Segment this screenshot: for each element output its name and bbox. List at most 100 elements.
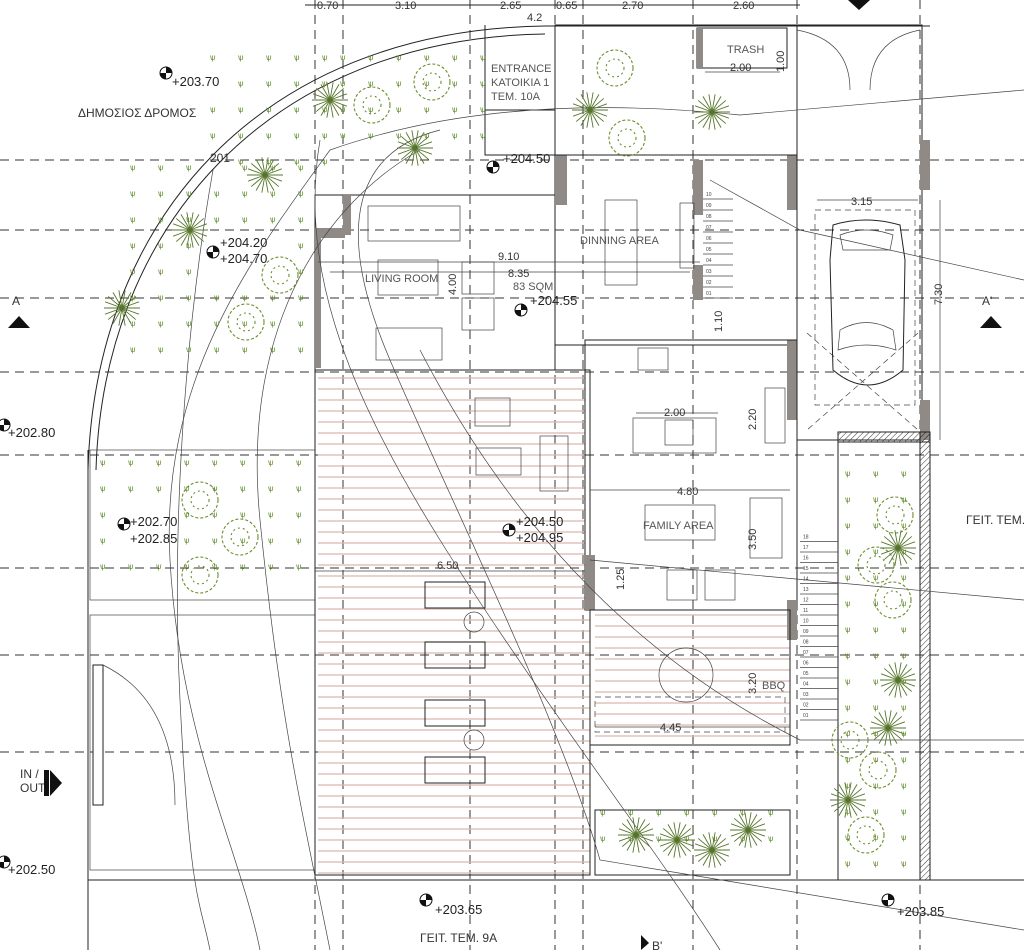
- sunbed-icon: [424, 641, 486, 669]
- grass-icon: ѱ: [322, 157, 328, 166]
- stair-step-number: 14: [803, 577, 809, 583]
- dim-label: 2.70: [622, 0, 643, 12]
- right-garden: [837, 431, 931, 881]
- in-out-label: OUT: [20, 781, 46, 795]
- level-label: +204.70: [220, 251, 267, 266]
- grass-icon: ѱ: [340, 53, 346, 62]
- grass-icon: ѱ: [242, 319, 248, 328]
- dim-label: 8.35: [508, 268, 529, 280]
- shrub-icon: [874, 581, 912, 619]
- level-label: +203.65: [435, 902, 482, 917]
- stair-step-number: 05: [803, 671, 809, 677]
- contour-label: 201: [210, 151, 230, 165]
- grass-icon: ѱ: [270, 189, 276, 198]
- grass-icon: ѱ: [452, 105, 458, 114]
- grass-icon: ѱ: [268, 562, 274, 571]
- grass-icon: ѱ: [158, 293, 164, 302]
- grass-icon: ѱ: [628, 808, 634, 817]
- grass-icon: ѱ: [424, 79, 430, 88]
- grass-icon: ѱ: [901, 599, 907, 608]
- stair-step-number: 10: [803, 619, 809, 625]
- grass-icon: ѱ: [268, 458, 274, 467]
- bench-icon: [539, 435, 569, 492]
- level-marker-icon: [514, 303, 528, 317]
- grass-icon: ѱ: [240, 536, 246, 545]
- grass-icon: ѱ: [424, 131, 430, 140]
- shrub-icon: [596, 49, 634, 87]
- grass-icon: ѱ: [873, 703, 879, 712]
- armchair-icon: [704, 569, 736, 601]
- grass-icon: ѱ: [873, 755, 879, 764]
- entrance-label: KATOIKIA 1: [491, 77, 549, 89]
- grass-icon: ѱ: [340, 131, 346, 140]
- shrub-icon: [413, 63, 451, 101]
- grass-icon: ѱ: [873, 729, 879, 738]
- grass-icon: ѱ: [873, 833, 879, 842]
- stair-step-number: 17: [803, 545, 809, 551]
- coffee-table-icon: [377, 259, 439, 296]
- grass-icon: ѱ: [242, 189, 248, 198]
- grass-icon: ѱ: [600, 834, 606, 843]
- grass-icon: ѱ: [901, 781, 907, 790]
- level-label: +202.80: [8, 425, 55, 440]
- family-area-label: FAMILY AREA: [643, 520, 714, 532]
- grass-icon: ѱ: [873, 807, 879, 816]
- grass-icon: ѱ: [480, 131, 486, 140]
- entry-arrow-icon: [50, 770, 62, 796]
- grass-icon: ѱ: [130, 319, 136, 328]
- grass-icon: ѱ: [296, 536, 302, 545]
- shrub-icon: [831, 721, 869, 759]
- palm-icon: [572, 92, 608, 128]
- dim-label: 1.25: [615, 569, 627, 590]
- living-room-label: LIVING ROOM: [365, 273, 438, 285]
- grass-icon: ѱ: [656, 834, 662, 843]
- grass-icon: ѱ: [873, 495, 879, 504]
- shrub-icon: [261, 256, 299, 294]
- grass-icon: ѱ: [240, 510, 246, 519]
- grass-icon: ѱ: [186, 267, 192, 276]
- grass-icon: ѱ: [901, 859, 907, 868]
- grass-icon: ѱ: [158, 345, 164, 354]
- grass-icon: ѱ: [901, 703, 907, 712]
- grass-icon: ѱ: [186, 293, 192, 302]
- grass-icon: ѱ: [901, 755, 907, 764]
- grass-icon: ѱ: [901, 807, 907, 816]
- grass-icon: ѱ: [130, 293, 136, 302]
- grass-icon: ѱ: [296, 458, 302, 467]
- grass-icon: ѱ: [452, 53, 458, 62]
- section-marker-icon: [980, 316, 1002, 328]
- grass-icon: ѱ: [214, 293, 220, 302]
- stair-step-number: 08: [706, 214, 712, 220]
- grass-icon: ѱ: [845, 859, 851, 868]
- grass-icon: ѱ: [238, 79, 244, 88]
- armchair-icon: [666, 569, 698, 601]
- level-marker-icon: [159, 66, 173, 80]
- grass-icon: ѱ: [212, 484, 218, 493]
- level-marker-icon: [0, 855, 11, 869]
- dim-label: 2.00: [664, 407, 685, 419]
- section-a-prime-label: A': [982, 294, 992, 308]
- grass-icon: ѱ: [210, 53, 216, 62]
- stair-step-number: 10: [706, 192, 712, 198]
- grass-icon: ѱ: [845, 833, 851, 842]
- grass-icon: ѱ: [186, 319, 192, 328]
- dining-table-icon: [604, 199, 638, 286]
- grass-icon: ѱ: [873, 521, 879, 530]
- grass-icon: ѱ: [130, 189, 136, 198]
- dim-label: 1.10: [713, 311, 725, 332]
- grass-icon: ѱ: [901, 495, 907, 504]
- palm-icon: [104, 290, 140, 326]
- shrub-icon: [181, 481, 219, 519]
- grass-icon: ѱ: [242, 215, 248, 224]
- grass-icon: ѱ: [130, 345, 136, 354]
- palm-icon: [618, 817, 654, 853]
- grass-icon: ѱ: [600, 808, 606, 817]
- shrub-icon: [859, 751, 897, 789]
- sideboard-icon: [679, 202, 695, 269]
- grass-icon: ѱ: [296, 562, 302, 571]
- grass-icon: ѱ: [424, 105, 430, 114]
- grass-icon: ѱ: [100, 510, 106, 519]
- dim-label: 0.70: [317, 0, 338, 12]
- dim-label: 3.20: [747, 673, 759, 694]
